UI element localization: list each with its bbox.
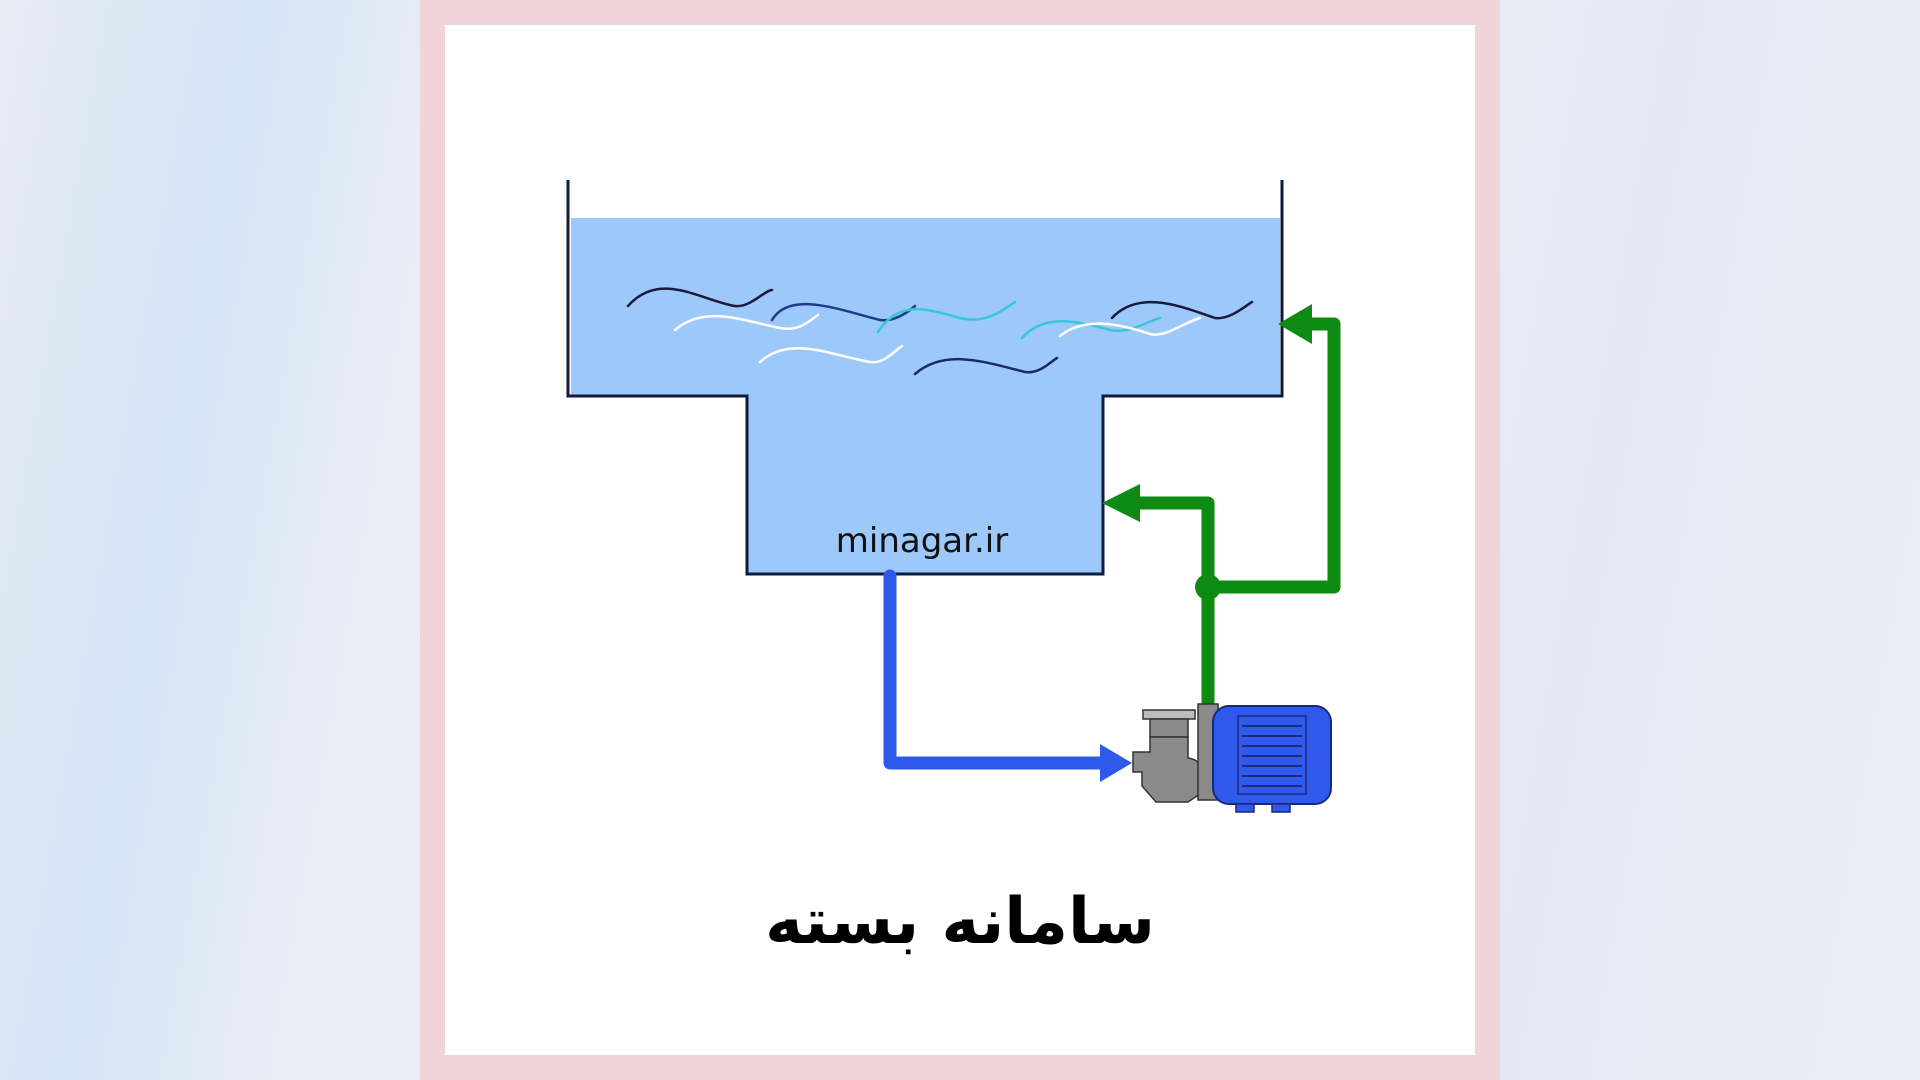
return-pipe-main <box>1201 317 1341 712</box>
suction-arrow-icon <box>1100 744 1132 782</box>
motor-icon <box>1212 705 1332 813</box>
watermark-label: minagar.ir <box>836 521 1008 561</box>
pump-icon <box>1132 703 1219 803</box>
return-arrow-upper-icon <box>1278 304 1312 344</box>
pipe-junction <box>1195 574 1221 600</box>
return-arrow-lower-icon <box>1102 484 1140 522</box>
return-pipe-branch <box>1130 496 1215 587</box>
tank-outline <box>566 180 1284 576</box>
water-waves <box>626 287 1254 376</box>
diagram-caption: سامانه بسته <box>765 885 1155 959</box>
suction-pipe <box>883 569 1112 770</box>
